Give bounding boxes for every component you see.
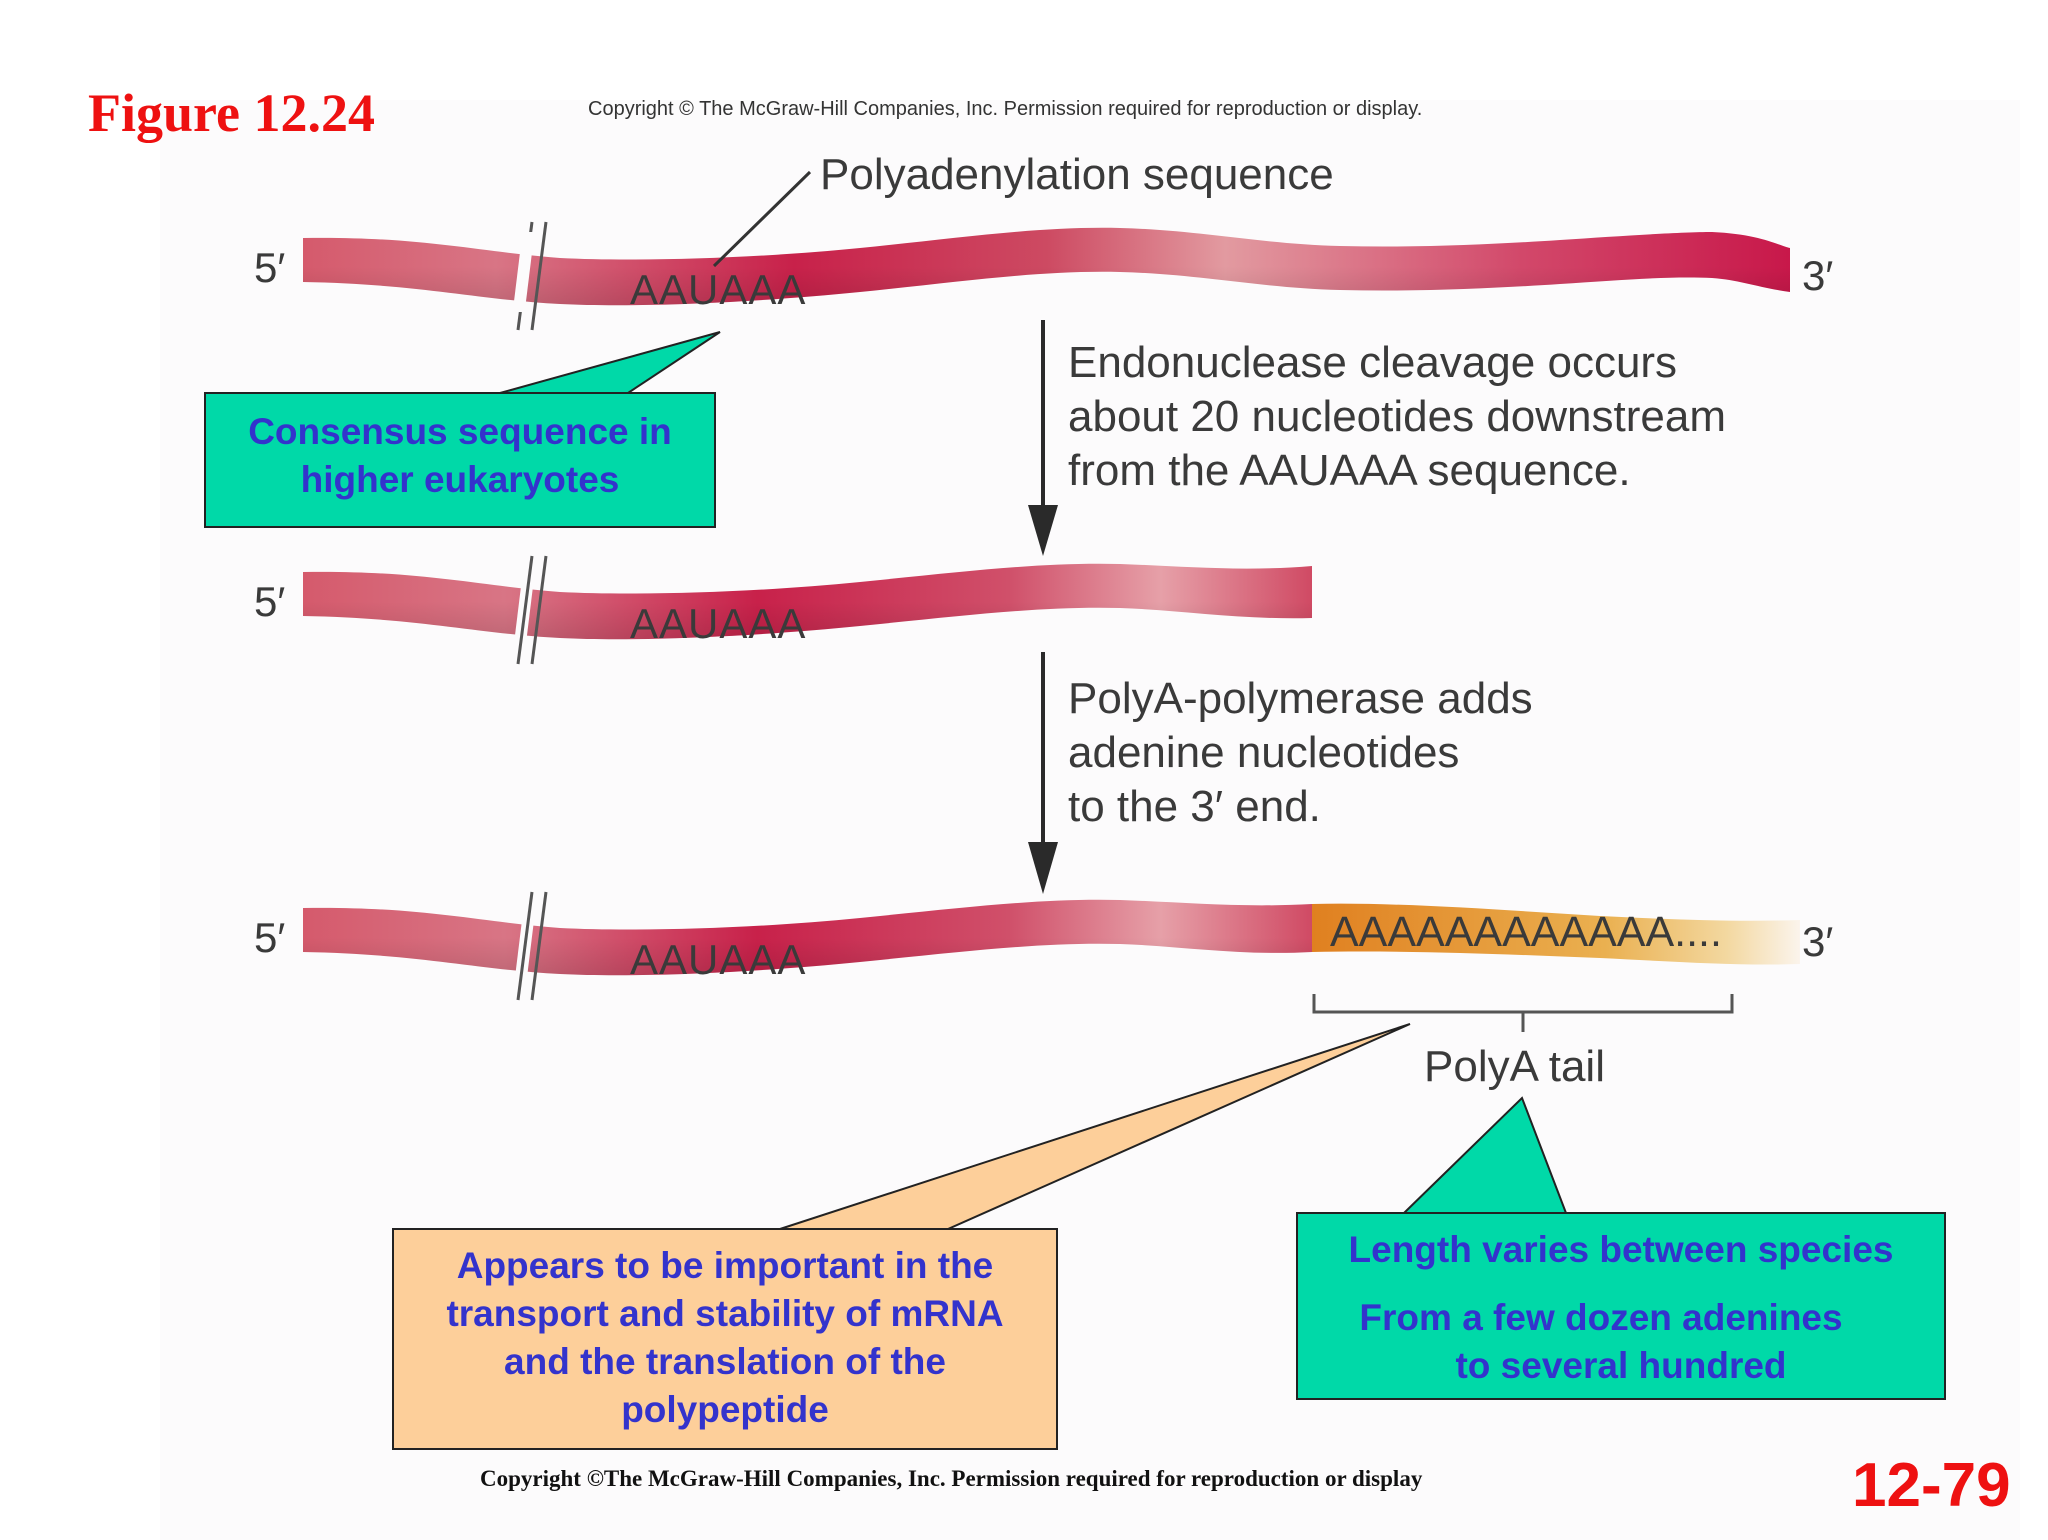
consensus-callout: Consensus sequence in higher eukaryotes xyxy=(204,392,716,528)
importance-callout-pointer xyxy=(779,1023,1411,1230)
strand-1-three-prime: 3′ xyxy=(1802,252,1834,299)
importance-line-3: and the translation of the xyxy=(504,1341,946,1382)
strand-3-five-prime: 5′ xyxy=(254,914,286,961)
step-arrow-1 xyxy=(1028,320,1058,556)
step-2-line-1: PolyA-polymerase adds xyxy=(1068,674,1533,723)
strand-3-three-prime: 3′ xyxy=(1802,918,1834,965)
step-1-line-1: Endonuclease cleavage occurs xyxy=(1068,338,1678,387)
rna-strand-1 xyxy=(303,170,1790,331)
polyadenylation-label: Polyadenylation sequence xyxy=(820,150,1334,199)
length-callout-pointer xyxy=(1401,1096,1568,1214)
step-2-text: PolyA-polymerase adds adenine nucleotide… xyxy=(1068,672,1533,834)
polya-tail-segment xyxy=(1312,903,1800,965)
strand-3-sequence: AAUAAA xyxy=(630,936,807,983)
strand-1-five-prime: 5′ xyxy=(254,244,286,291)
copyright-top: Copyright © The McGraw-Hill Companies, I… xyxy=(588,98,1423,120)
polya-tail-label: PolyA tail xyxy=(1424,1042,1605,1091)
break-mark-2b xyxy=(530,555,548,665)
consensus-callout-pointer xyxy=(499,331,721,394)
polya-sequence: AAAAAAAAAAAA.... xyxy=(1330,908,1722,956)
length-detail-line-1: From a few dozen adenines xyxy=(1359,1297,1843,1338)
break-mark-3a xyxy=(516,891,534,1001)
break-mark-1b xyxy=(530,221,548,331)
figure-title: Figure 12.24 xyxy=(88,83,375,143)
slide-number: 12-79 xyxy=(1852,1451,2011,1520)
importance-line-2: transport and stability of mRNA xyxy=(446,1293,1004,1334)
polyadenylation-pointer-line xyxy=(712,170,812,268)
importance-line-1: Appears to be important in the xyxy=(456,1245,994,1286)
strand-2-five-prime: 5′ xyxy=(254,578,286,625)
rna-strand-3 xyxy=(303,891,1800,1032)
length-title: Length varies between species xyxy=(1348,1229,1894,1270)
consensus-line-2: higher eukaryotes xyxy=(300,459,620,500)
step-arrow-2 xyxy=(1028,652,1058,894)
step-1-line-3: from the AAUAAA sequence. xyxy=(1068,446,1631,495)
strand-1-sequence: AAUAAA xyxy=(630,266,807,313)
strand-2-sequence: AAUAAA xyxy=(630,600,807,647)
polya-tail-bracket xyxy=(1312,994,1734,1032)
step-1-text: Endonuclease cleavage occurs about 20 nu… xyxy=(1068,336,1726,498)
break-mark-3b xyxy=(530,891,548,1001)
step-2-line-3: to the 3′ end. xyxy=(1068,782,1321,831)
consensus-line-1: Consensus sequence in xyxy=(248,411,672,452)
copyright-bottom: Copyright ©The McGraw-Hill Companies, In… xyxy=(480,1466,1423,1491)
step-2-line-2: adenine nucleotides xyxy=(1068,728,1460,777)
importance-line-4: polypeptide xyxy=(621,1389,829,1430)
length-callout: Length varies between species From a few… xyxy=(1296,1212,1946,1400)
length-detail-line-2: to several hundred xyxy=(1455,1345,1787,1386)
break-mark-2a xyxy=(516,555,534,665)
rna-strand-2 xyxy=(303,555,1312,665)
step-1-line-2: about 20 nucleotides downstream xyxy=(1068,392,1726,441)
importance-callout: Appears to be important in the transport… xyxy=(392,1228,1058,1450)
